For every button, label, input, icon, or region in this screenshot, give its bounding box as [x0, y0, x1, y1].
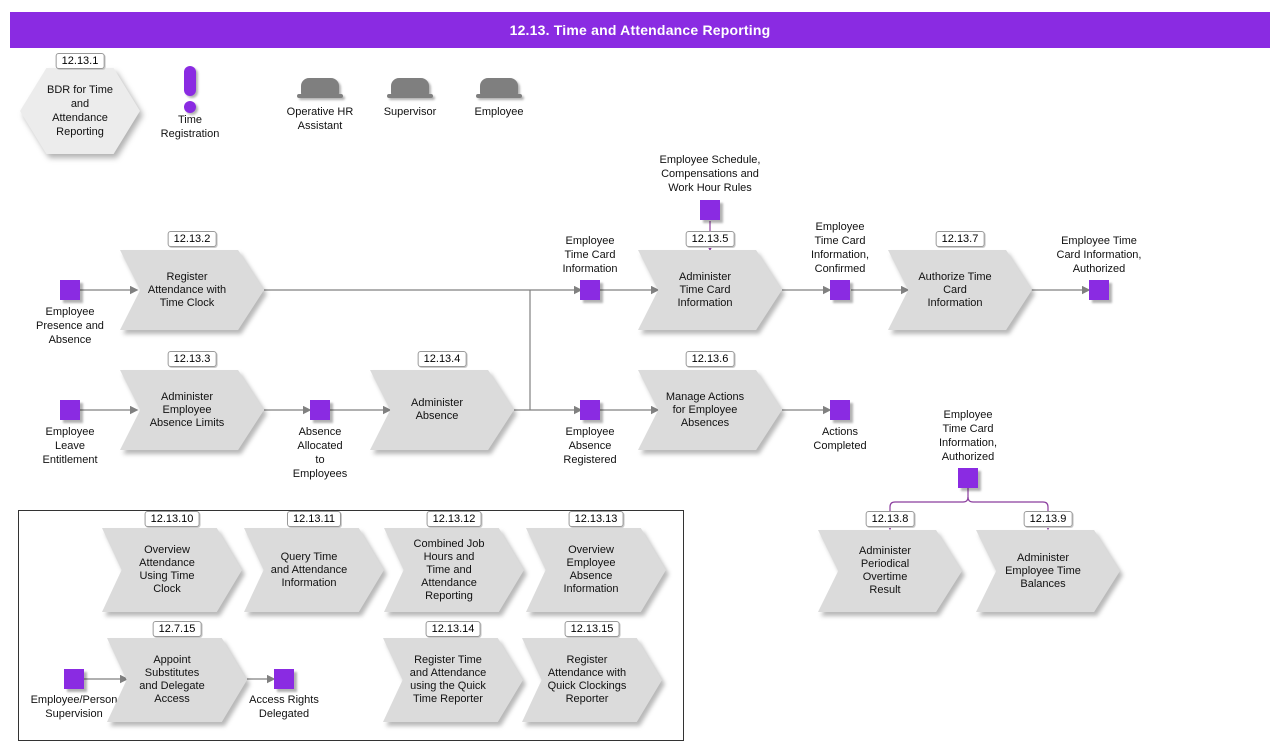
event-label: Employee Time Card Information, Authoriz…: [1056, 235, 1142, 275]
badge-12-13-6[interactable]: 12.13.6: [685, 351, 735, 367]
badge-12-13-8[interactable]: 12.13.8: [865, 511, 915, 527]
badge-12-13-12[interactable]: 12.13.12: [426, 511, 482, 527]
bdr-label: BDR for Time and Attendance Reporting: [46, 84, 113, 138]
exclamation-icon: [184, 66, 196, 114]
role-operative-hr-assistant: Operative HR Assistant: [286, 106, 354, 132]
role-employee: Employee: [474, 106, 524, 118]
badge-bdr[interactable]: 12.13.1: [55, 53, 105, 69]
badge-12-13-13[interactable]: 12.13.13: [568, 511, 624, 527]
page-title: 12.13. Time and Attendance Reporting: [509, 22, 771, 38]
badge-12-13-10[interactable]: 12.13.10: [144, 511, 200, 527]
badge-12-13-15[interactable]: 12.13.15: [564, 621, 620, 637]
badge-12-13-3[interactable]: 12.13.3: [167, 351, 217, 367]
event-label: Actions Completed: [813, 426, 867, 452]
event-absence-allocated-to-employees: [310, 400, 330, 420]
event-label: Employee Presence and Absence: [36, 306, 104, 346]
event-employee-schedule-compensations: [700, 200, 720, 220]
time-registration-label: Time Registration: [160, 114, 220, 140]
badge-12-13-7[interactable]: 12.13.7: [935, 231, 985, 247]
event-label: Employee/Person Supervision: [30, 694, 118, 720]
badge-12-13-4[interactable]: 12.13.4: [417, 351, 467, 367]
event-time-card-information-authorized: [1089, 280, 1109, 300]
event-label: Access Rights Delegated: [249, 694, 319, 720]
event-label: Employee Schedule, Compensations and Wor…: [659, 154, 761, 194]
event-employee-time-card-information: [580, 280, 600, 300]
role-hat-icon: [476, 78, 522, 100]
event-employee-absence-registered: [580, 400, 600, 420]
event-label: Employee Leave Entitlement: [42, 426, 98, 466]
report-group-box: [18, 510, 684, 741]
event-access-rights-delegated: [274, 669, 294, 689]
badge-12-7-15[interactable]: 12.7.15: [152, 621, 202, 637]
event-employee-presence-and-absence: [60, 280, 80, 300]
event-employee-leave-entitlement: [60, 400, 80, 420]
role-hat-icon: [297, 78, 343, 100]
role-hat-icon: [387, 78, 433, 100]
badge-12-13-11[interactable]: 12.13.11: [286, 511, 342, 527]
badge-12-13-9[interactable]: 12.13.9: [1023, 511, 1073, 527]
title-bar: 12.13. Time and Attendance Reporting: [10, 12, 1270, 48]
role-supervisor: Supervisor: [383, 106, 437, 118]
event-time-card-information-authorized-2: [958, 468, 978, 488]
event-label: Employee Time Card Information, Authoriz…: [938, 409, 998, 463]
badge-12-13-14[interactable]: 12.13.14: [425, 621, 481, 637]
event-actions-completed: [830, 400, 850, 420]
event-employee-person-supervision: [64, 669, 84, 689]
badge-12-13-2[interactable]: 12.13.2: [167, 231, 217, 247]
bdr-hexagon[interactable]: BDR for Time and Attendance Reporting: [20, 68, 140, 154]
event-label: Employee Absence Registered: [563, 426, 617, 466]
event-label: Employee Time Card Information: [562, 235, 618, 275]
event-label: Absence Allocated to Employees: [292, 426, 348, 480]
event-time-card-information-confirmed: [830, 280, 850, 300]
event-label: Employee Time Card Information, Confirme…: [810, 221, 870, 275]
badge-12-13-5[interactable]: 12.13.5: [685, 231, 735, 247]
